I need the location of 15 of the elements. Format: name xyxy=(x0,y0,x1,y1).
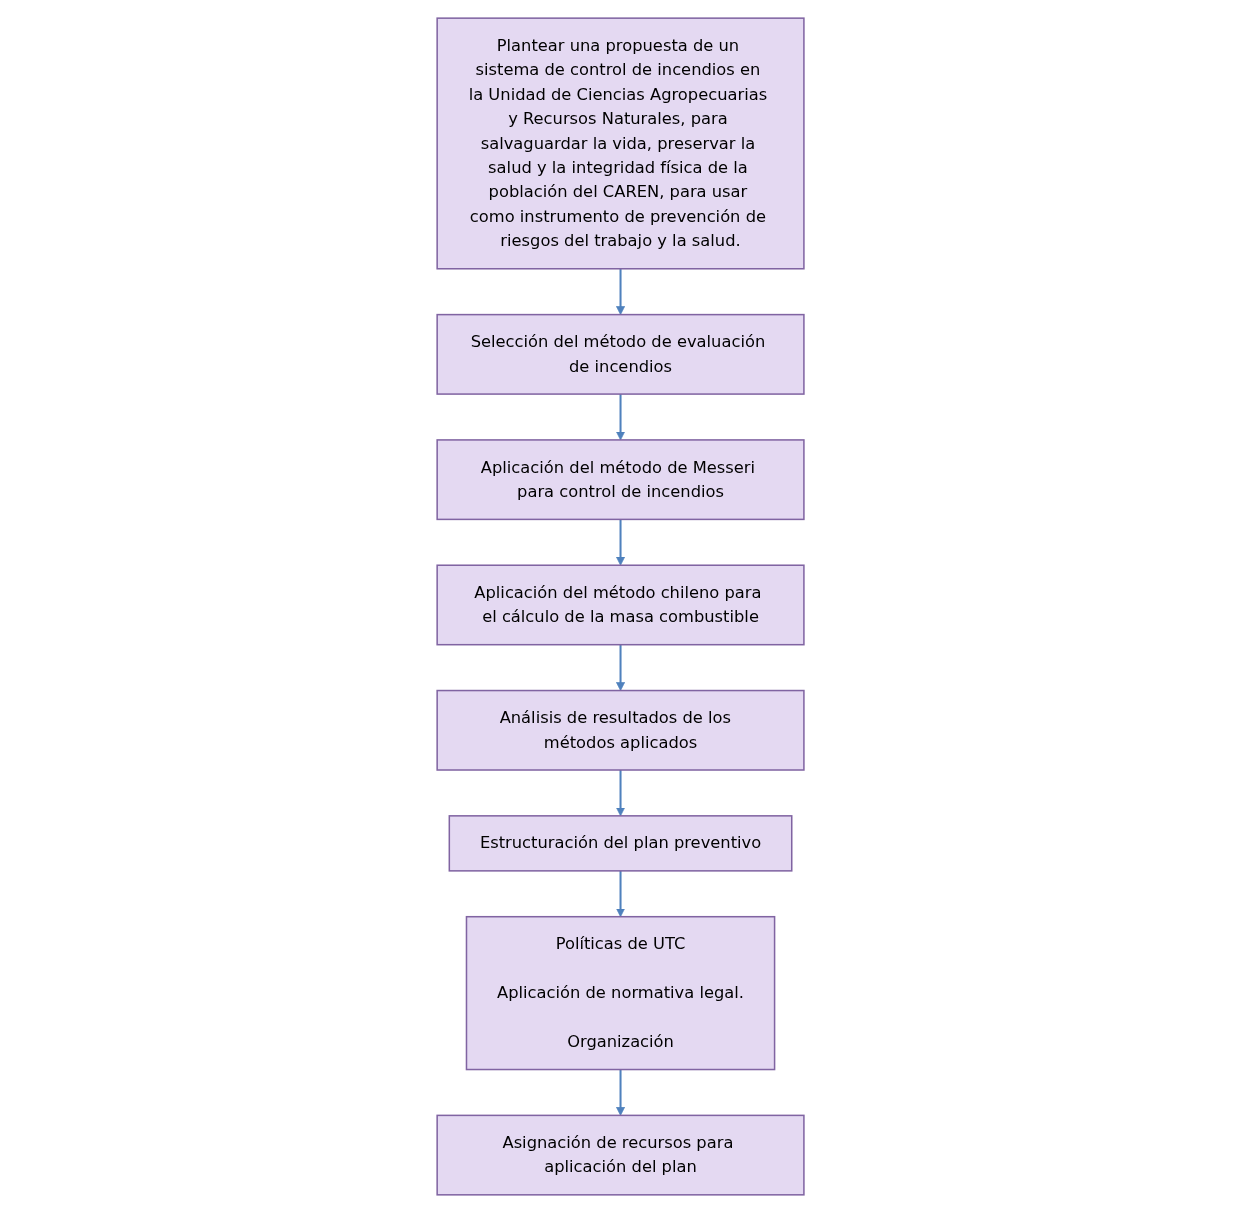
node-box: Plantear una propuesta de un sistema de control de incendios en la Unidad de Ciencias Agropecuarias y Recursos Naturales, para salvaguardar la vida, preservar la salud y la integridad física de la población del CAREN, para usar como instrumento de prevención de riesgos del trabajo y la salud. xyxy=(436,17,805,270)
node-box: Análisis de resultados de los métodos aplicados xyxy=(436,689,805,771)
arrow xyxy=(616,870,625,918)
node-box: Políticas de UTC Aplicación de normativa legal. Organización xyxy=(465,915,776,1071)
node-box: Selección del método de evaluación de incendios xyxy=(436,313,805,395)
node-box: Estructuración del plan preventivo xyxy=(448,815,793,872)
arrow xyxy=(616,1069,625,1116)
arrow xyxy=(616,268,625,315)
node-box: Aplicación del método de Messeri para control de incendios xyxy=(436,439,805,521)
arrow xyxy=(616,394,625,441)
arrow xyxy=(616,770,625,817)
arrow xyxy=(616,519,625,566)
node-box: Aplicación del método chileno para el cálculo de la masa combustible xyxy=(436,564,805,646)
node-box: Asignación de recursos para aplicación del plan xyxy=(436,1114,805,1196)
arrow xyxy=(616,644,625,691)
